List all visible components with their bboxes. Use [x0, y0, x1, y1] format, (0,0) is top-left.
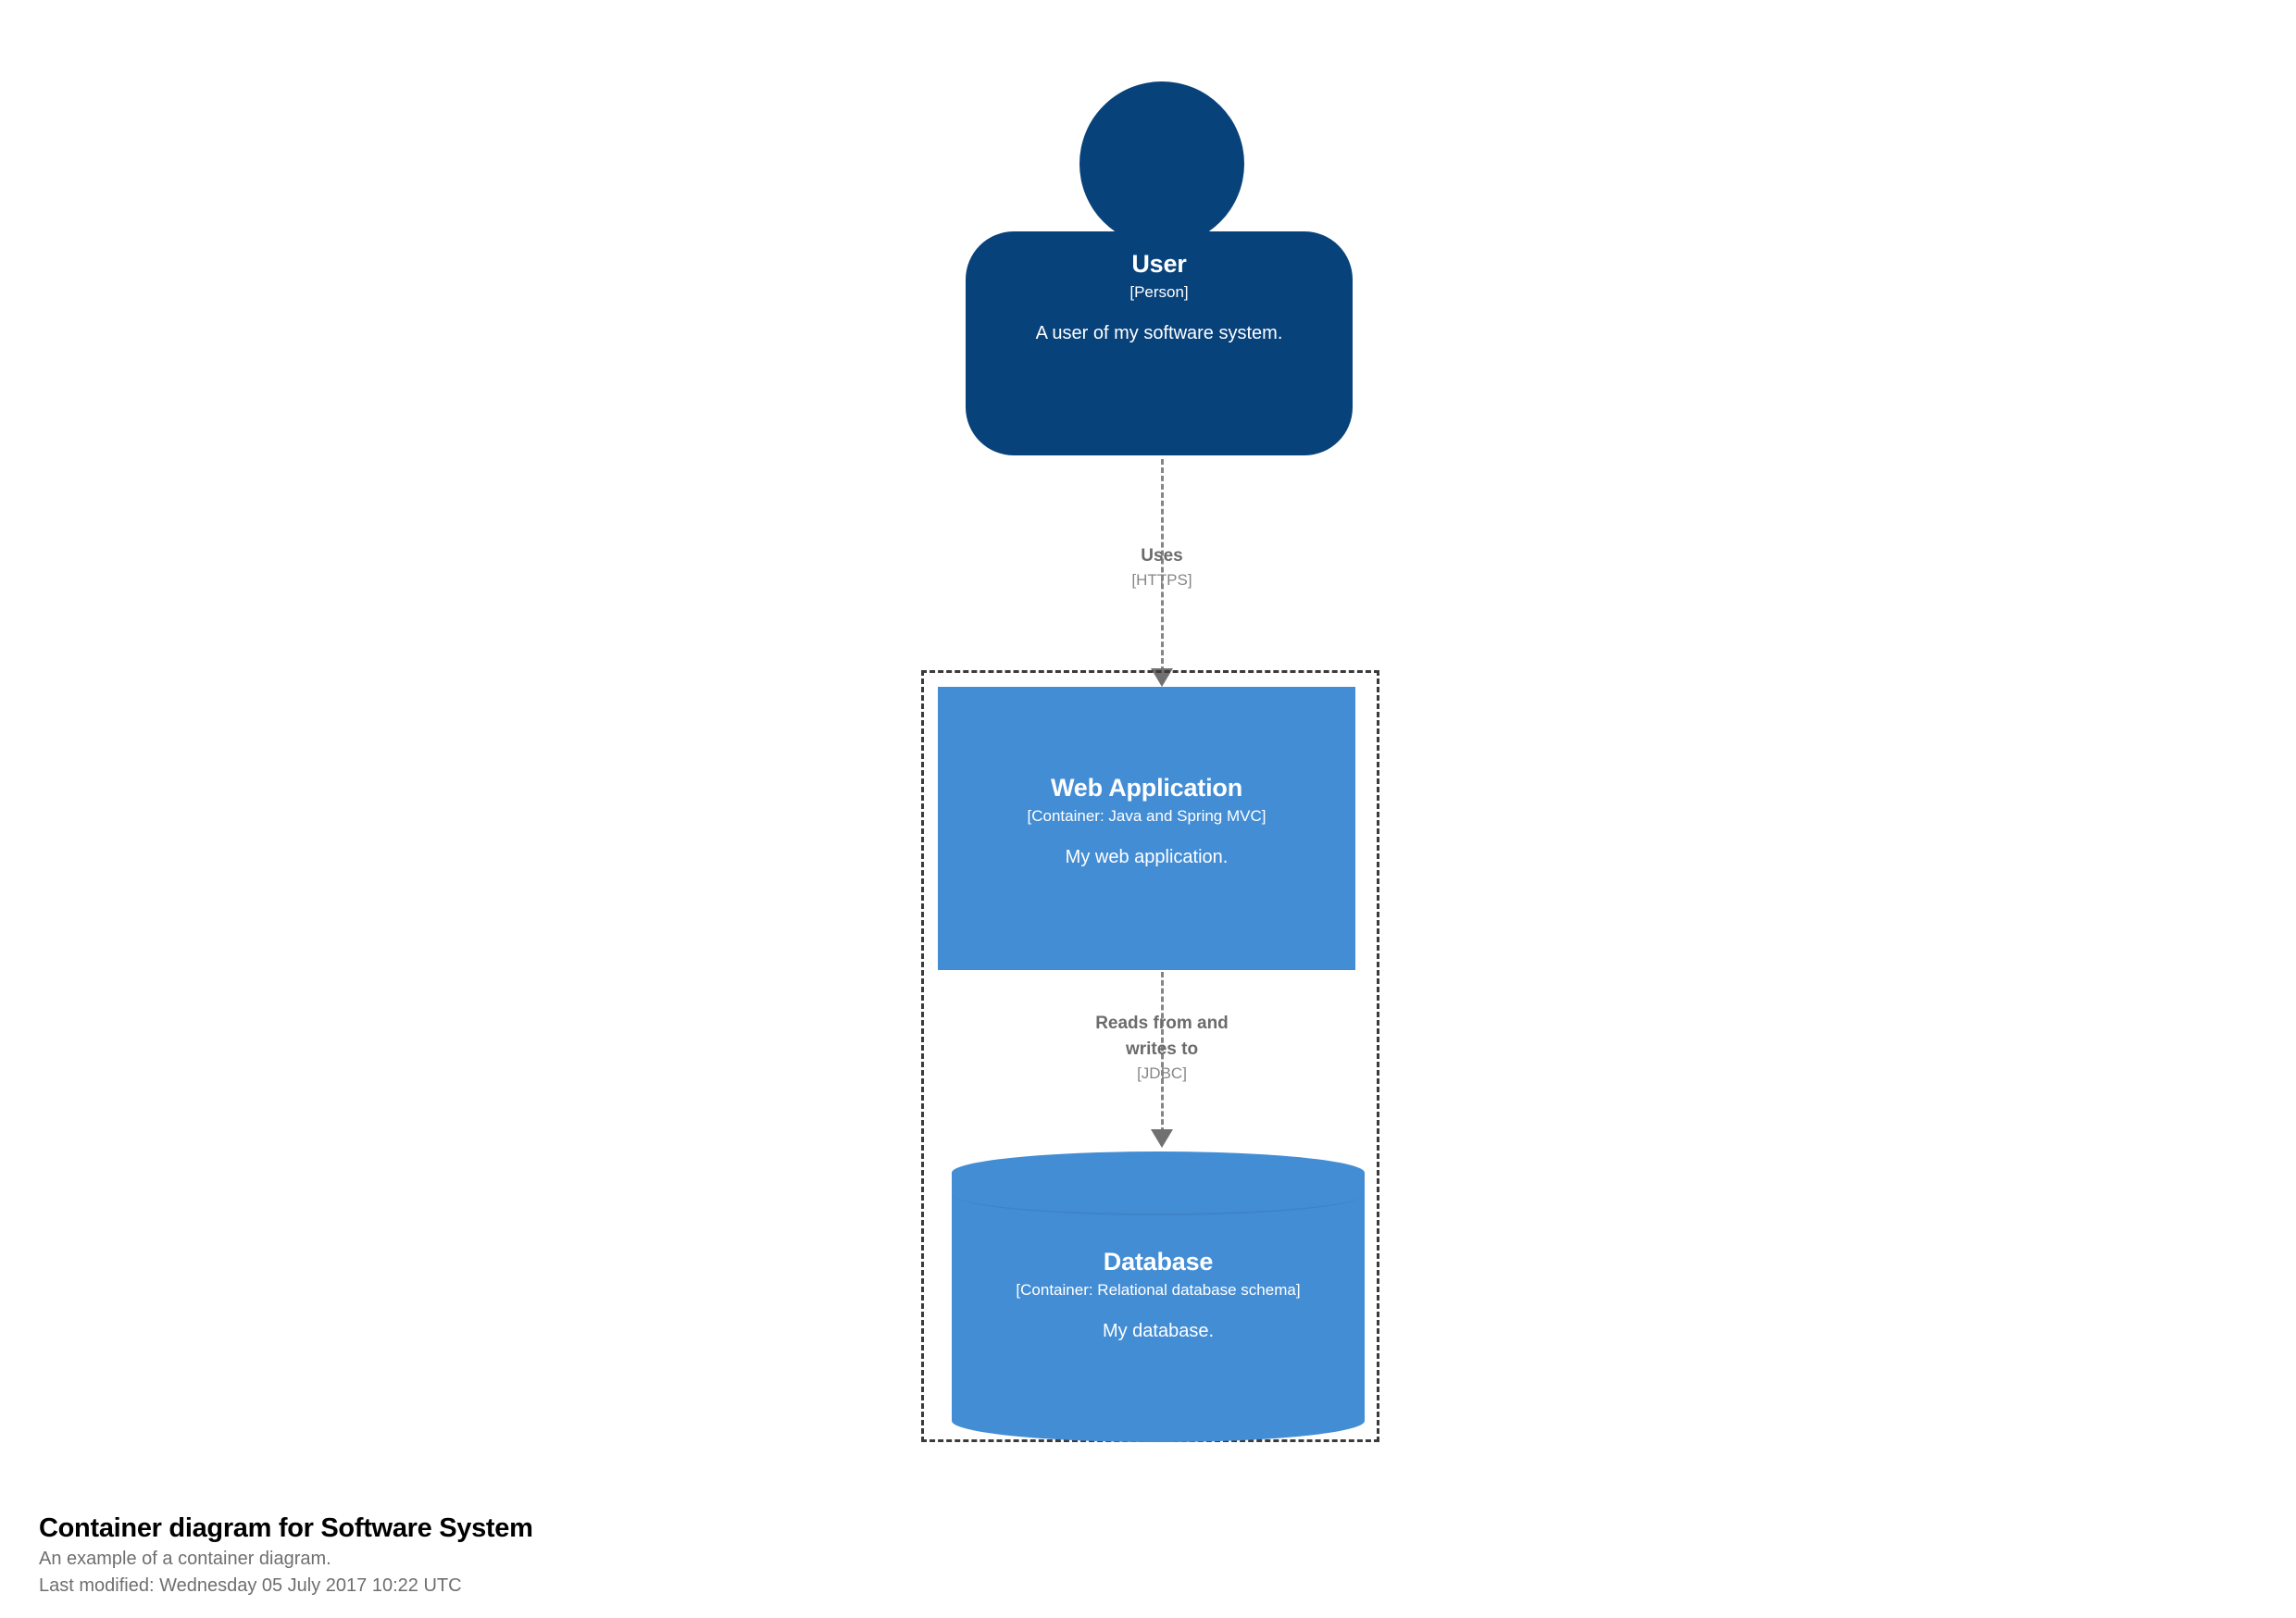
- relationship-description-line2: writes to: [1125, 1039, 1199, 1059]
- database-container[interactable]: Database [Container: Relational database…: [952, 1151, 1365, 1442]
- user-technology: [Person]: [1129, 283, 1189, 301]
- diagram-caption: Container diagram for Software System An…: [39, 1511, 1335, 1599]
- user-description: A user of my software system.: [1035, 323, 1283, 343]
- relationship-arrowhead-webapp-to-database: [1151, 1129, 1173, 1148]
- user-element-labels: User [Person] A user of my software syst…: [966, 248, 1353, 345]
- cylinder-bottom-ellipse: [952, 1400, 1365, 1442]
- database-name: Database: [1103, 1248, 1214, 1276]
- caption-subtitle: An example of a container diagram.: [39, 1549, 331, 1569]
- relationship-line-user-to-webapp: [1161, 459, 1164, 672]
- caption-last-modified: Last modified: Wednesday 05 July 2017 10…: [39, 1575, 462, 1596]
- web-application-description: My web application.: [1065, 847, 1229, 867]
- relationship-description-line1: Reads from and: [1095, 1014, 1229, 1033]
- database-technology: [Container: Relational database schema]: [1016, 1281, 1301, 1299]
- database-description: My database.: [1102, 1321, 1215, 1341]
- relationship-technology-https: [HTTPS]: [1131, 571, 1192, 589]
- web-application-technology: [Container: Java and Spring MVC]: [1027, 807, 1267, 825]
- person-body-shape[interactable]: [966, 231, 1353, 455]
- web-application-container[interactable]: Web Application [Container: Java and Spr…: [938, 687, 1355, 970]
- web-application-labels: Web Application [Container: Java and Spr…: [938, 772, 1355, 869]
- web-application-name: Web Application: [1050, 774, 1242, 802]
- cylinder-seam-line: [952, 1173, 1365, 1215]
- user-name: User: [1131, 250, 1187, 278]
- caption-title: Container diagram for Software System: [39, 1513, 533, 1543]
- database-labels: Database [Container: Relational database…: [952, 1246, 1365, 1343]
- relationship-line-webapp-to-database: [1161, 972, 1164, 1133]
- relationship-label-webapp-to-database: Reads from and writes to [JDBC]: [1023, 1011, 1301, 1085]
- relationship-technology-jdbc: [JDBC]: [1137, 1064, 1187, 1082]
- relationship-description-uses: Uses: [1141, 546, 1183, 566]
- person-head-shape: [1079, 81, 1244, 246]
- relationship-arrowhead-user-to-webapp: [1151, 668, 1173, 687]
- relationship-label-user-to-webapp: Uses [HTTPS]: [1023, 543, 1301, 591]
